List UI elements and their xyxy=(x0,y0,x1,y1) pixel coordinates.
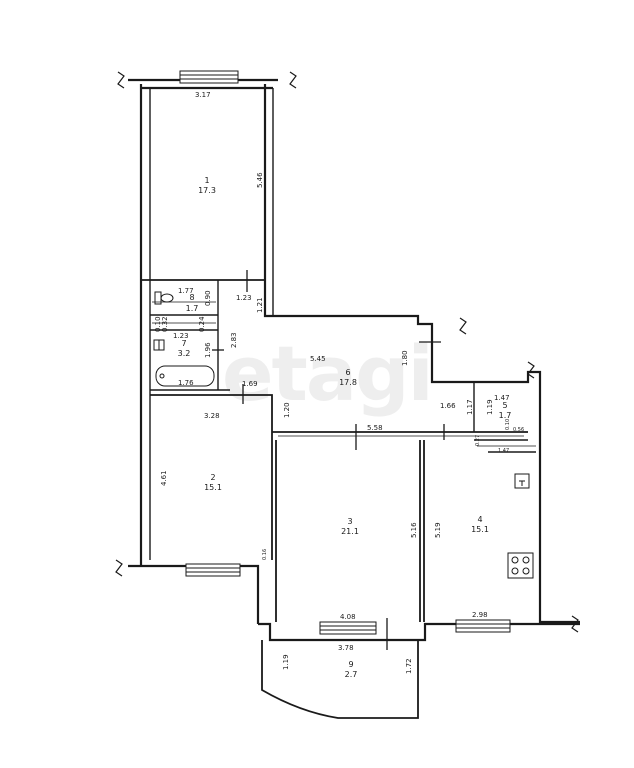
watermark: etagi xyxy=(222,329,434,418)
sink-icon xyxy=(153,339,165,351)
svg-text:7: 7 xyxy=(181,339,186,348)
dim-bath-depth: 1.96 xyxy=(204,342,212,358)
dim-room2-width: 3.28 xyxy=(204,412,220,420)
svg-text:15.1: 15.1 xyxy=(471,525,489,534)
dim-kitchen-small: 0.27 xyxy=(475,435,481,446)
wall-breaks xyxy=(115,71,579,633)
svg-text:8: 8 xyxy=(189,293,194,302)
dim-room5-depth: 1.19 xyxy=(486,399,494,415)
svg-text:3.2: 3.2 xyxy=(178,349,191,358)
svg-text:etagi: etagi xyxy=(222,329,432,418)
svg-text:1.7: 1.7 xyxy=(186,304,199,313)
dim-loggia-left: 1.19 xyxy=(282,654,290,670)
svg-text:4: 4 xyxy=(477,515,482,524)
svg-text:2.7: 2.7 xyxy=(345,670,358,679)
room-4: 415.1 xyxy=(471,515,489,534)
svg-text:6: 6 xyxy=(345,368,350,377)
svg-text:17.3: 17.3 xyxy=(198,186,216,195)
room-8: 81.7 xyxy=(186,293,199,313)
dim-room5-wall: 1.17 xyxy=(466,399,474,415)
svg-text:1.7: 1.7 xyxy=(499,411,512,420)
room-9: 92.7 xyxy=(345,660,358,679)
walls xyxy=(128,78,580,719)
dim-room1-width: 3.17 xyxy=(195,91,211,99)
dim-room5-small-a: 0.56 xyxy=(513,427,524,433)
dim-hall-width: 5.58 xyxy=(367,424,383,432)
dim-bath-gap: 0.24 xyxy=(198,316,206,332)
room-5: 51.7 xyxy=(499,401,512,420)
svg-text:17.8: 17.8 xyxy=(339,378,357,387)
svg-text:9: 9 xyxy=(348,660,353,669)
dim-room2-depth: 4.61 xyxy=(160,470,168,486)
room-2: 215.1 xyxy=(204,473,222,492)
bathtub-icon xyxy=(155,365,215,387)
dim-room3-width: 4.08 xyxy=(340,613,356,621)
dim-room4-depth: 5.19 xyxy=(434,522,442,538)
dim-room1-length: 5.46 xyxy=(256,172,264,188)
dim-loggia-width: 3.78 xyxy=(338,644,354,652)
dim-room4-width: 2.98 xyxy=(472,611,488,619)
dim-wc-small-a: 0.10 xyxy=(154,316,162,332)
room-6: 617.8 xyxy=(339,368,357,387)
dim-bath-width: 1.76 xyxy=(178,379,194,387)
dim-loggia-right: 1.72 xyxy=(405,658,413,674)
dim-wc-width: 1.77 xyxy=(178,287,194,295)
dimension-ticks xyxy=(152,301,536,447)
dim-room3-depth: 5.16 xyxy=(410,522,418,538)
fixtures xyxy=(153,291,534,579)
svg-text:21.1: 21.1 xyxy=(341,527,359,536)
dim-room2-pier: 0.16 xyxy=(262,549,268,560)
dim-wc-depth: 0.90 xyxy=(204,290,212,306)
dim-kitchen-top: 1.47 xyxy=(498,448,509,454)
room-labels: 117.3 215.1 321.1 415.1 51.7 617.8 73.2 … xyxy=(178,176,512,679)
dim-corridor-lower: 1.69 xyxy=(242,380,258,388)
door-marks xyxy=(212,270,445,650)
room-7: 73.2 xyxy=(178,339,191,358)
dimension-labels: 3.17 5.46 1.77 0.90 1.23 1.21 1.23 0.24 … xyxy=(154,91,524,674)
dim-wc-small-b: 0.32 xyxy=(161,316,169,332)
dim-hall-length: 5.45 xyxy=(310,355,326,363)
dim-hall-upper-offset: 1.21 xyxy=(256,297,264,313)
room-1: 117.3 xyxy=(198,176,216,195)
dim-room5-small-b: 0.10 xyxy=(505,419,511,430)
dim-room5-width: 1.47 xyxy=(494,394,510,402)
dim-hall-depth: 1.20 xyxy=(283,402,291,418)
room-3: 321.1 xyxy=(341,517,359,536)
dim-pantry-width: 1.66 xyxy=(440,402,456,410)
stove-icon xyxy=(507,552,534,579)
svg-text:2: 2 xyxy=(210,473,215,482)
dim-hall-nook: 1.80 xyxy=(401,350,409,366)
windows xyxy=(179,70,511,635)
sink-icon-kitchen xyxy=(514,473,530,489)
dim-corridor-width: 1.23 xyxy=(236,294,252,302)
svg-text:15.1: 15.1 xyxy=(204,483,222,492)
svg-text:5: 5 xyxy=(502,401,507,410)
dim-bath-step: 1.23 xyxy=(173,332,189,340)
dim-corridor-height: 2.83 xyxy=(230,332,238,348)
svg-text:3: 3 xyxy=(347,517,352,526)
svg-text:1: 1 xyxy=(204,176,209,185)
